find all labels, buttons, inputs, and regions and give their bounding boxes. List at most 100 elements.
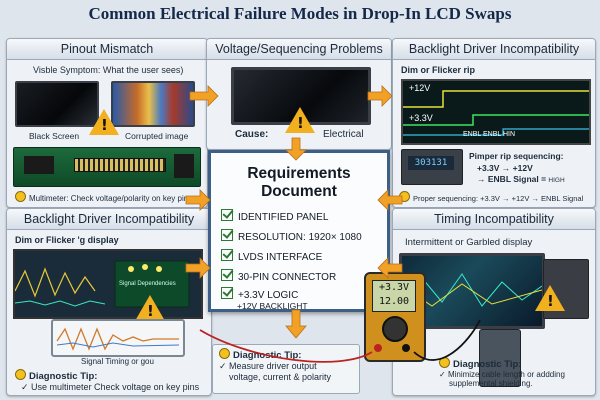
- pinout-mismatch-panel: Pinout Mismatch Visble Symptom: What the…: [6, 38, 208, 208]
- diagnostic-tip-center: Diagnostic Tip: ✓ Measure driver output …: [212, 344, 360, 394]
- device-display: 303131: [408, 156, 454, 170]
- center-tip-title-text: Diagnostic Tip:: [233, 350, 302, 361]
- requirement-item: IDENTIFIED PANEL: [221, 209, 328, 223]
- chip: [24, 156, 54, 174]
- requirement-text: +3.3V LOGIC: [238, 290, 299, 301]
- diagnostic-tip-right: Diagnostic Tip: ✓ Minimize cable length …: [439, 357, 565, 388]
- requirement-item: +3.3V LOGIC+12V BACKLIGHT: [221, 287, 308, 312]
- requirement-item: LVDS INTERFACE: [221, 249, 322, 263]
- requirement-text: RESOLUTION: 1920× 1080: [238, 232, 362, 243]
- diagnostic-tip-text: ✓ Use multimeter Check voltage on key pi…: [21, 382, 200, 392]
- timing-tip-title-text: Diagnostic Tip:: [453, 359, 522, 370]
- signal-trace: [56, 327, 180, 351]
- checkmark-icon: [221, 229, 233, 241]
- multimeter-note-text: Multimeter: Check voltage/polarity on ke…: [29, 194, 193, 203]
- sequencing-title: Pimper rip sequencing:: [469, 151, 564, 161]
- requirement-item: RESOLUTION: 1920× 1080: [221, 229, 362, 243]
- lightbulb-icon: [219, 348, 230, 359]
- lightbulb-icon: [15, 369, 26, 380]
- pinout-mismatch-heading: Pinout Mismatch: [7, 39, 207, 60]
- signal-analyzer: [51, 319, 185, 357]
- backlight-driver-panel-top: Backlight Driver Incompatibility Dim or …: [392, 38, 596, 208]
- page-title: Common Electrical Failure Modes in Drop-…: [88, 4, 512, 23]
- requirement-text: IDENTIFIED PANEL: [238, 212, 329, 223]
- oscilloscope: Signal Dependencies: [13, 249, 203, 319]
- requirements-heading-line2: Document: [261, 183, 337, 200]
- diagnostic-tip-left: Diagnostic Tip: ✓ Use multimeter Check v…: [15, 369, 199, 393]
- center-tip-line1-text: Measure driver output: [229, 361, 317, 371]
- multimeter: +3.3V 12.00: [364, 272, 426, 362]
- voltage-sequencing-panel: Voltage/Sequencing Problems ! Cause: Ele…: [206, 38, 392, 150]
- lightbulb-icon: [15, 191, 26, 202]
- proper-sequencing-text: Proper sequencing: +3.3V → +12V → ENBL S…: [413, 194, 584, 203]
- requirement-item: 30-PIN CONNECTOR: [221, 269, 336, 283]
- test-device: [479, 329, 521, 387]
- center-tip-line1: ✓ Measure driver output: [219, 361, 317, 371]
- signal-timing-label: Signal Timing or gou: [81, 357, 154, 366]
- cause-label: Cause:: [235, 129, 269, 140]
- requirement-text: LVDS INTERFACE: [238, 252, 323, 263]
- multimeter-dial: [382, 316, 408, 342]
- diagnostic-tip-title-text: Diagnostic Tip:: [29, 371, 98, 382]
- dim-flicker-label: Dim or Flicker rip: [401, 65, 476, 75]
- v33-label: +3.3V: [409, 113, 433, 123]
- lightbulb-icon: [439, 357, 450, 368]
- probe-jack: [402, 344, 410, 352]
- probe-jack: [374, 344, 382, 352]
- circuit-board: [13, 147, 201, 187]
- voltage-sequencing-heading: Voltage/Sequencing Problems: [207, 39, 391, 60]
- requirements-heading-line1: Requirements: [247, 165, 351, 182]
- requirement-text: 30-PIN CONNECTOR: [238, 272, 337, 283]
- diagnostic-tip-text-content: Use multimeter Check voltage on key pins: [31, 382, 200, 392]
- chip: [174, 154, 194, 178]
- sequencing-step2-text: ENBL Signal: [487, 174, 539, 184]
- multimeter-screen: +3.3V 12.00: [372, 280, 416, 312]
- timing-incompatibility-panel: Timing Incompatibility Intermittent or G…: [392, 208, 596, 396]
- timing-tip-line2: supplemental shielding.: [449, 379, 533, 388]
- electrical-label: Electrical: [323, 129, 364, 140]
- center-tip-title: Diagnostic Tip:: [219, 348, 353, 361]
- multimeter-note: Multimeter: Check voltage/polarity on ke…: [15, 191, 192, 203]
- warning-icon: !: [535, 285, 565, 311]
- center-tip-line2: voltage, current & polarity: [229, 372, 332, 382]
- v12-label: +12V: [409, 83, 431, 93]
- oscilloscope-screen: [401, 79, 591, 145]
- warning-icon: !: [285, 107, 315, 133]
- dim-flicker-display-label: Dim or Flicker 'g display: [15, 235, 119, 245]
- warning-icon: !: [89, 109, 119, 135]
- black-screen-label: Black Screen: [29, 131, 80, 141]
- black-screen-display: [15, 81, 99, 127]
- sequencing-step2: → ENBL Signal = HIGH: [477, 174, 565, 184]
- checkmark-icon: [221, 269, 233, 281]
- checkmark-icon: [221, 209, 233, 221]
- visible-symptom-label: Visble Symptom: What the user sees): [33, 65, 184, 75]
- backlight-driver-panel-bottom: Backlight Driver Incompatibility Dim or …: [6, 208, 212, 396]
- proper-sequencing-note: Proper sequencing: +3.3V → +12V → ENBL S…: [399, 191, 583, 203]
- lightbulb-icon: [399, 191, 410, 202]
- timing-subtitle: Intermittent or Garbled display: [405, 237, 533, 248]
- multimeter-reading-2: 12.00: [378, 296, 410, 307]
- arrow-down-icon: [285, 309, 307, 339]
- sequencing-waveform: [403, 90, 589, 136]
- timing-tip-line1: ✓ Minimize cable length or addding: [439, 370, 565, 379]
- timing-incompatibility-heading: Timing Incompatibility: [393, 209, 595, 230]
- diagnostic-tip-title: Diagnostic Tip:: [15, 369, 199, 382]
- timing-tip-title: Diagnostic Tip:: [439, 357, 565, 370]
- sequencing-step1: +3.3V → +12V: [477, 163, 533, 173]
- sequencing-step2-state: HIGH: [548, 177, 565, 184]
- checkmark-icon: [221, 249, 233, 261]
- corrupted-image-display: [111, 81, 195, 127]
- backlight-driver-heading-top: Backlight Driver Incompatibility: [393, 39, 595, 60]
- signal-labels: ENBL ENBL HIN: [463, 131, 515, 138]
- timing-tip-line1-text: Minimize cable length or addding: [447, 370, 565, 379]
- requirement-text-line2: +12V BACKLIGHT: [237, 301, 308, 311]
- checkmark-icon: [221, 287, 233, 299]
- sequencer-device: 303131: [401, 149, 463, 185]
- multimeter-reading-1: +3.3V: [378, 282, 410, 293]
- connector: [74, 158, 166, 172]
- signal-dependencies-label: Signal Dependencies: [119, 281, 176, 287]
- corrupted-image-label: Corrupted image: [125, 131, 189, 141]
- warning-icon: !: [135, 295, 165, 321]
